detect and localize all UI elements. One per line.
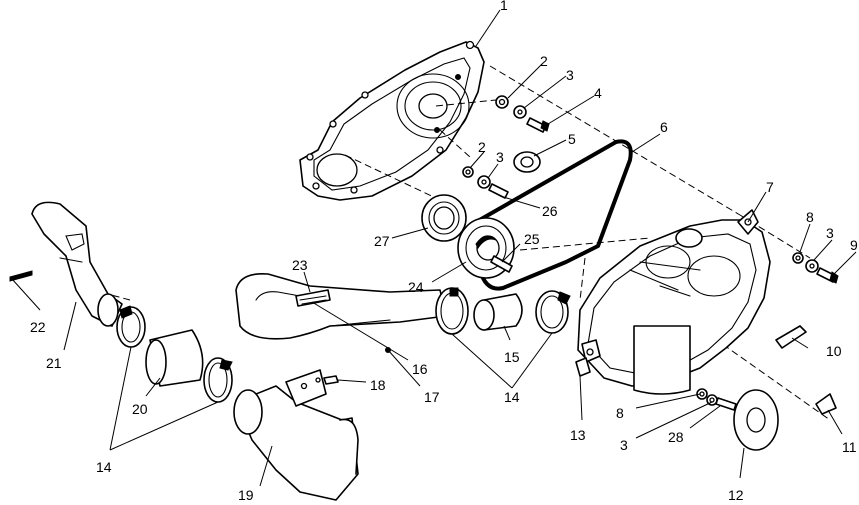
label-28: 28	[668, 429, 684, 445]
right-washer-8	[792, 252, 804, 264]
label-14-middle: 14	[504, 389, 520, 405]
decal-11	[815, 393, 837, 415]
screw-18	[323, 375, 339, 385]
coupler-20	[145, 329, 204, 387]
leader-lines	[11, 9, 857, 487]
label-17: 17	[424, 389, 440, 405]
label-2-lower: 2	[478, 139, 486, 155]
clamp-14d	[203, 357, 233, 403]
label-22: 22	[30, 319, 46, 335]
label-9: 9	[850, 237, 858, 253]
duct-21	[31, 201, 123, 327]
label-12: 12	[728, 487, 744, 503]
right-bolt-9	[816, 267, 839, 284]
bolt-25	[490, 255, 513, 273]
right-washer-3	[805, 259, 819, 273]
bolt-28	[715, 397, 737, 411]
outer-cover	[575, 209, 771, 395]
label-2-upper: 2	[540, 53, 548, 69]
label-24: 24	[408, 279, 424, 295]
drive-belt	[474, 139, 633, 291]
clamp-14a	[435, 287, 469, 335]
upper-bolt-4	[526, 117, 550, 133]
label-20: 20	[132, 401, 148, 417]
label-14-left: 14	[96, 459, 112, 475]
upper-washer-3	[513, 105, 527, 119]
lower-bolt	[488, 183, 509, 199]
duct-19	[233, 369, 359, 501]
label-16: 16	[412, 361, 428, 377]
label-19: 19	[238, 487, 254, 503]
label-26: 26	[542, 203, 558, 219]
lower-washer-3b	[706, 394, 718, 406]
upper-washer-2	[495, 95, 509, 109]
label-5: 5	[568, 131, 576, 147]
label-13: 13	[570, 427, 586, 443]
gasket-12	[733, 389, 779, 451]
lower-washer-2	[462, 166, 474, 178]
callout-labels: 1 2 3 4 5 2 3 6 26 27 25 24 7 8 3 9 23 2…	[30, 0, 858, 503]
inner-cover	[299, 40, 485, 201]
coupler-15	[473, 293, 523, 331]
label-23: 23	[292, 257, 308, 273]
clamp-14b	[535, 290, 571, 334]
seal-27	[421, 194, 467, 242]
label-3-right: 3	[826, 225, 834, 241]
spacer-5	[513, 151, 541, 173]
label-8-lower: 8	[616, 405, 624, 421]
label-25: 25	[524, 231, 540, 247]
decal-10	[775, 325, 807, 349]
lower-washer-3	[477, 175, 491, 189]
clamp-14c	[116, 305, 146, 348]
label-21: 21	[46, 355, 62, 371]
label-15: 15	[504, 349, 520, 365]
label-8-right: 8	[806, 209, 814, 225]
label-3-lower: 3	[496, 149, 504, 165]
label-11: 11	[842, 439, 857, 455]
label-3-upper: 3	[566, 67, 574, 83]
lower-washer-8	[696, 388, 708, 400]
label-1: 1	[500, 0, 508, 13]
label-10: 10	[826, 343, 842, 359]
label-7: 7	[766, 179, 774, 195]
label-6: 6	[660, 119, 668, 135]
label-27: 27	[374, 233, 390, 249]
label-18: 18	[370, 377, 386, 393]
label-4: 4	[594, 85, 602, 101]
label-3-lower-right: 3	[620, 437, 628, 453]
screw-22	[9, 270, 33, 282]
